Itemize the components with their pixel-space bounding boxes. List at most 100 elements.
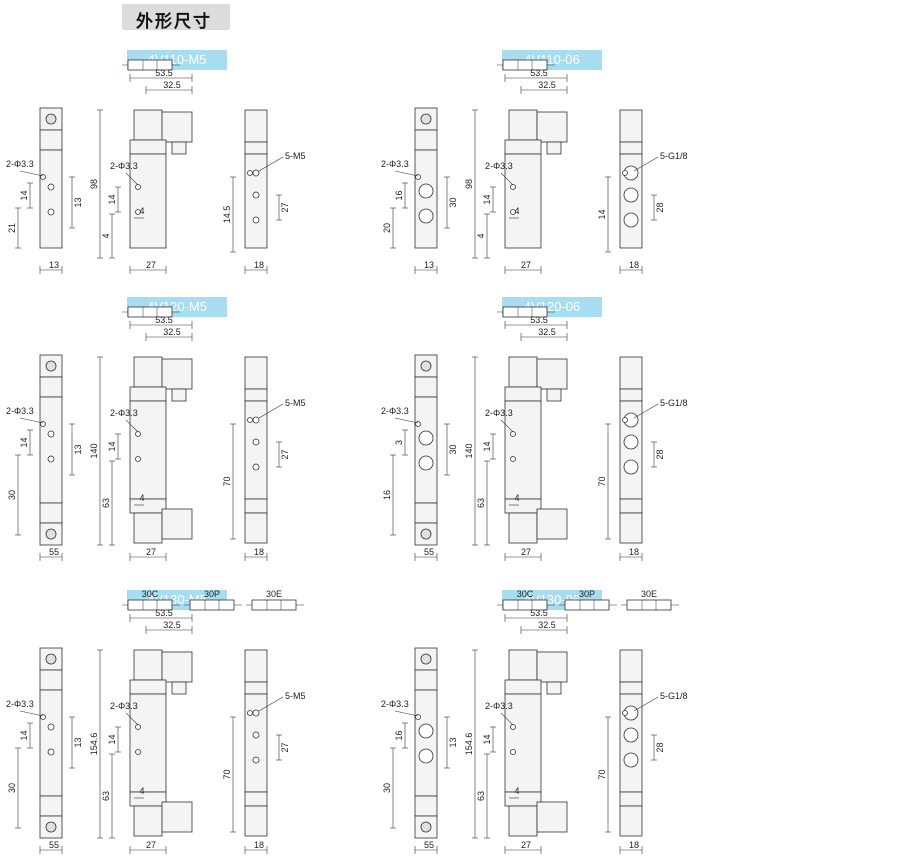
front-block-2 [129,791,167,807]
dimension-line [258,696,284,712]
dimension-label: 2-Φ3.3 [381,406,409,416]
dimension-label: 70 [597,769,607,779]
front-connector-nut [171,388,187,402]
dimension-label: 4 [139,786,144,796]
front-body [504,400,542,500]
dimension-line [500,419,514,433]
symbol-box [564,599,610,611]
dimension-label: 14 [19,730,29,740]
dimension-label: 55 [424,547,434,557]
dimension-label: 14.5 [222,206,232,224]
port-hole [252,191,260,199]
dimension-label: 27 [280,449,290,459]
dimension-label: 32.5 [538,327,556,337]
right-block [619,141,643,155]
dimension-line [258,156,284,172]
dimension-label: 2-Φ3.3 [6,699,34,709]
left-connector-2 [39,502,63,524]
dimension-label: 16 [394,730,404,740]
right-solenoid [244,109,268,143]
valve-symbol: 30E [246,589,304,611]
dimension-label: 5-M5 [285,151,306,161]
right-solenoid [619,356,643,390]
right-block [244,681,268,695]
mount-hole [135,209,141,215]
port-hole [418,748,434,764]
front-connector-nut [546,141,562,155]
dimension-line [394,170,419,177]
dimension-label: 53.5 [155,608,173,618]
valve-symbol [497,59,555,71]
right-block-2 [619,498,643,514]
dimension-label: 70 [597,476,607,486]
left-body [414,149,438,249]
dimension-label: 27 [521,840,531,850]
model-drawing: 2-Φ3.31413305553.532.51402-Φ3.314463275-… [6,306,306,561]
dimension-label: 32.5 [163,620,181,630]
model-drawing: 2-Φ3.31630201353.532.5982-Φ3.31444275-G1… [381,59,688,274]
dimension-label: 4 [476,233,486,238]
dimension-label: 16 [382,490,392,500]
dimension-label: 14 [107,441,117,451]
dimension-label: 32.5 [538,620,556,630]
dimension-label: 63 [101,791,111,801]
right-solenoid-2 [619,805,643,837]
dimension-label: 2-Φ3.3 [485,161,513,171]
model-drawing: 2-Φ3.31413211353.532.5982-Φ3.31444275-M5… [6,59,306,274]
front-block [504,386,542,402]
dimension-label: 13 [424,260,434,270]
dimension-label: 70 [222,769,232,779]
left-screw [45,360,57,372]
port-hole [47,430,55,438]
port-hole [252,438,260,446]
left-connector [414,376,438,398]
front-connector-nut [546,388,562,402]
mount-hole [135,456,141,462]
valve-symbol [122,59,180,71]
dimension-label: 18 [629,260,639,270]
port-hole [252,169,260,177]
front-solenoid-2 [133,805,163,837]
dimension-label: 2-Φ3.3 [6,406,34,416]
dimension-label: 18 [629,840,639,850]
dimension-line [125,419,139,433]
dimension-label: 2-Φ3.3 [110,161,138,171]
front-connector [161,358,193,390]
dimension-label: 18 [254,547,264,557]
right-solenoid-2 [619,512,643,544]
dimension-label: 4 [514,786,519,796]
port-hole [418,455,434,471]
front-body [504,153,542,249]
port-hole [623,434,639,450]
dimension-label: 30 [7,490,17,500]
dimension-label: 5-M5 [285,398,306,408]
port-hole [252,216,260,224]
right-block-2 [619,791,643,807]
dimension-line [19,710,44,717]
dimension-label: 13 [73,444,83,454]
mount-hole [510,431,516,437]
dimension-label: 70 [222,476,232,486]
dimension-label: 27 [521,547,531,557]
dimension-label: 154.6 [89,733,99,756]
left-screw [420,113,432,125]
front-block-2 [504,791,542,807]
dimension-label: 30 [448,444,458,454]
left-screw-2 [45,528,57,540]
dimension-line [125,172,139,186]
mount-hole [40,421,46,427]
front-connector-nut [546,681,562,695]
dimension-label: 27 [146,260,156,270]
valve-symbol: 30E [621,589,679,611]
right-body [244,153,268,249]
left-body [414,396,438,504]
pilot-port [622,710,628,716]
dimension-label: 55 [49,547,59,557]
dimension-line [394,417,419,424]
front-solenoid [133,356,163,388]
right-solenoid [619,649,643,683]
dimension-label: 53.5 [530,608,548,618]
dimension-label: 4 [101,233,111,238]
right-block-2 [244,791,268,807]
pilot-port [622,417,628,423]
